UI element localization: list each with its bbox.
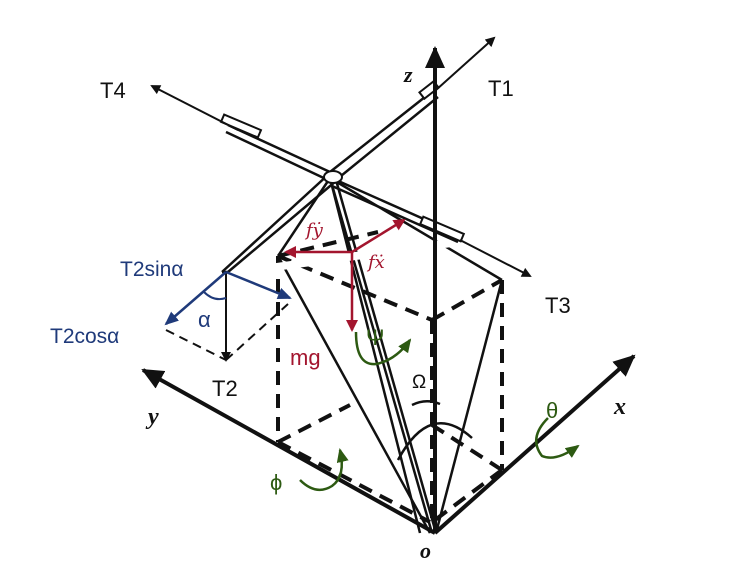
axis-x-label: x bbox=[613, 394, 626, 420]
world-axes bbox=[141, 46, 636, 535]
rotation-arrows bbox=[299, 331, 580, 492]
axis-y-label: y bbox=[145, 404, 159, 430]
t4-arrow bbox=[150, 85, 239, 131]
axis-z-label: z bbox=[403, 62, 413, 87]
phi-rotation bbox=[299, 448, 349, 492]
mg-label: mg bbox=[290, 345, 321, 370]
t2-label: T2 bbox=[212, 376, 238, 401]
t3-label: T3 bbox=[545, 293, 571, 318]
psi-rotation bbox=[354, 331, 412, 366]
omega-arcs bbox=[396, 400, 473, 461]
t1-arrow bbox=[435, 36, 496, 91]
alpha-label: α bbox=[198, 307, 211, 332]
fy-label: fẏ bbox=[304, 220, 324, 241]
fx-label: fẋ bbox=[366, 252, 385, 273]
t3-arrow bbox=[459, 239, 532, 277]
t4-label: T4 bbox=[100, 78, 126, 103]
theta-label: θ bbox=[546, 398, 558, 423]
x-axis bbox=[433, 354, 636, 535]
omega-label: Ω bbox=[412, 372, 426, 393]
t2sin-label: T2sinα bbox=[120, 258, 184, 281]
pendulum-rods bbox=[276, 176, 504, 534]
red-forces bbox=[284, 218, 406, 332]
t1-label: T1 bbox=[488, 76, 514, 101]
t2sin-arrow bbox=[225, 270, 292, 300]
dashed-frame bbox=[276, 230, 504, 525]
psi-label: Ψ bbox=[366, 325, 384, 350]
thrust-arrows bbox=[150, 36, 532, 277]
labels: T4 T1 T3 T2 T2sinα T2cosα α mg fẏ fẋ Ψ θ… bbox=[50, 62, 626, 563]
origin-label: o bbox=[420, 538, 431, 563]
theta-rotation bbox=[535, 417, 580, 459]
phi-label: ϕ bbox=[270, 470, 282, 495]
y-axis bbox=[141, 368, 436, 535]
alpha-arc bbox=[203, 291, 227, 301]
t2-components bbox=[164, 270, 292, 362]
t2cos-label: T2cosα bbox=[50, 325, 119, 348]
t2cos-arrow bbox=[164, 271, 227, 326]
fx-arrow bbox=[351, 218, 406, 254]
